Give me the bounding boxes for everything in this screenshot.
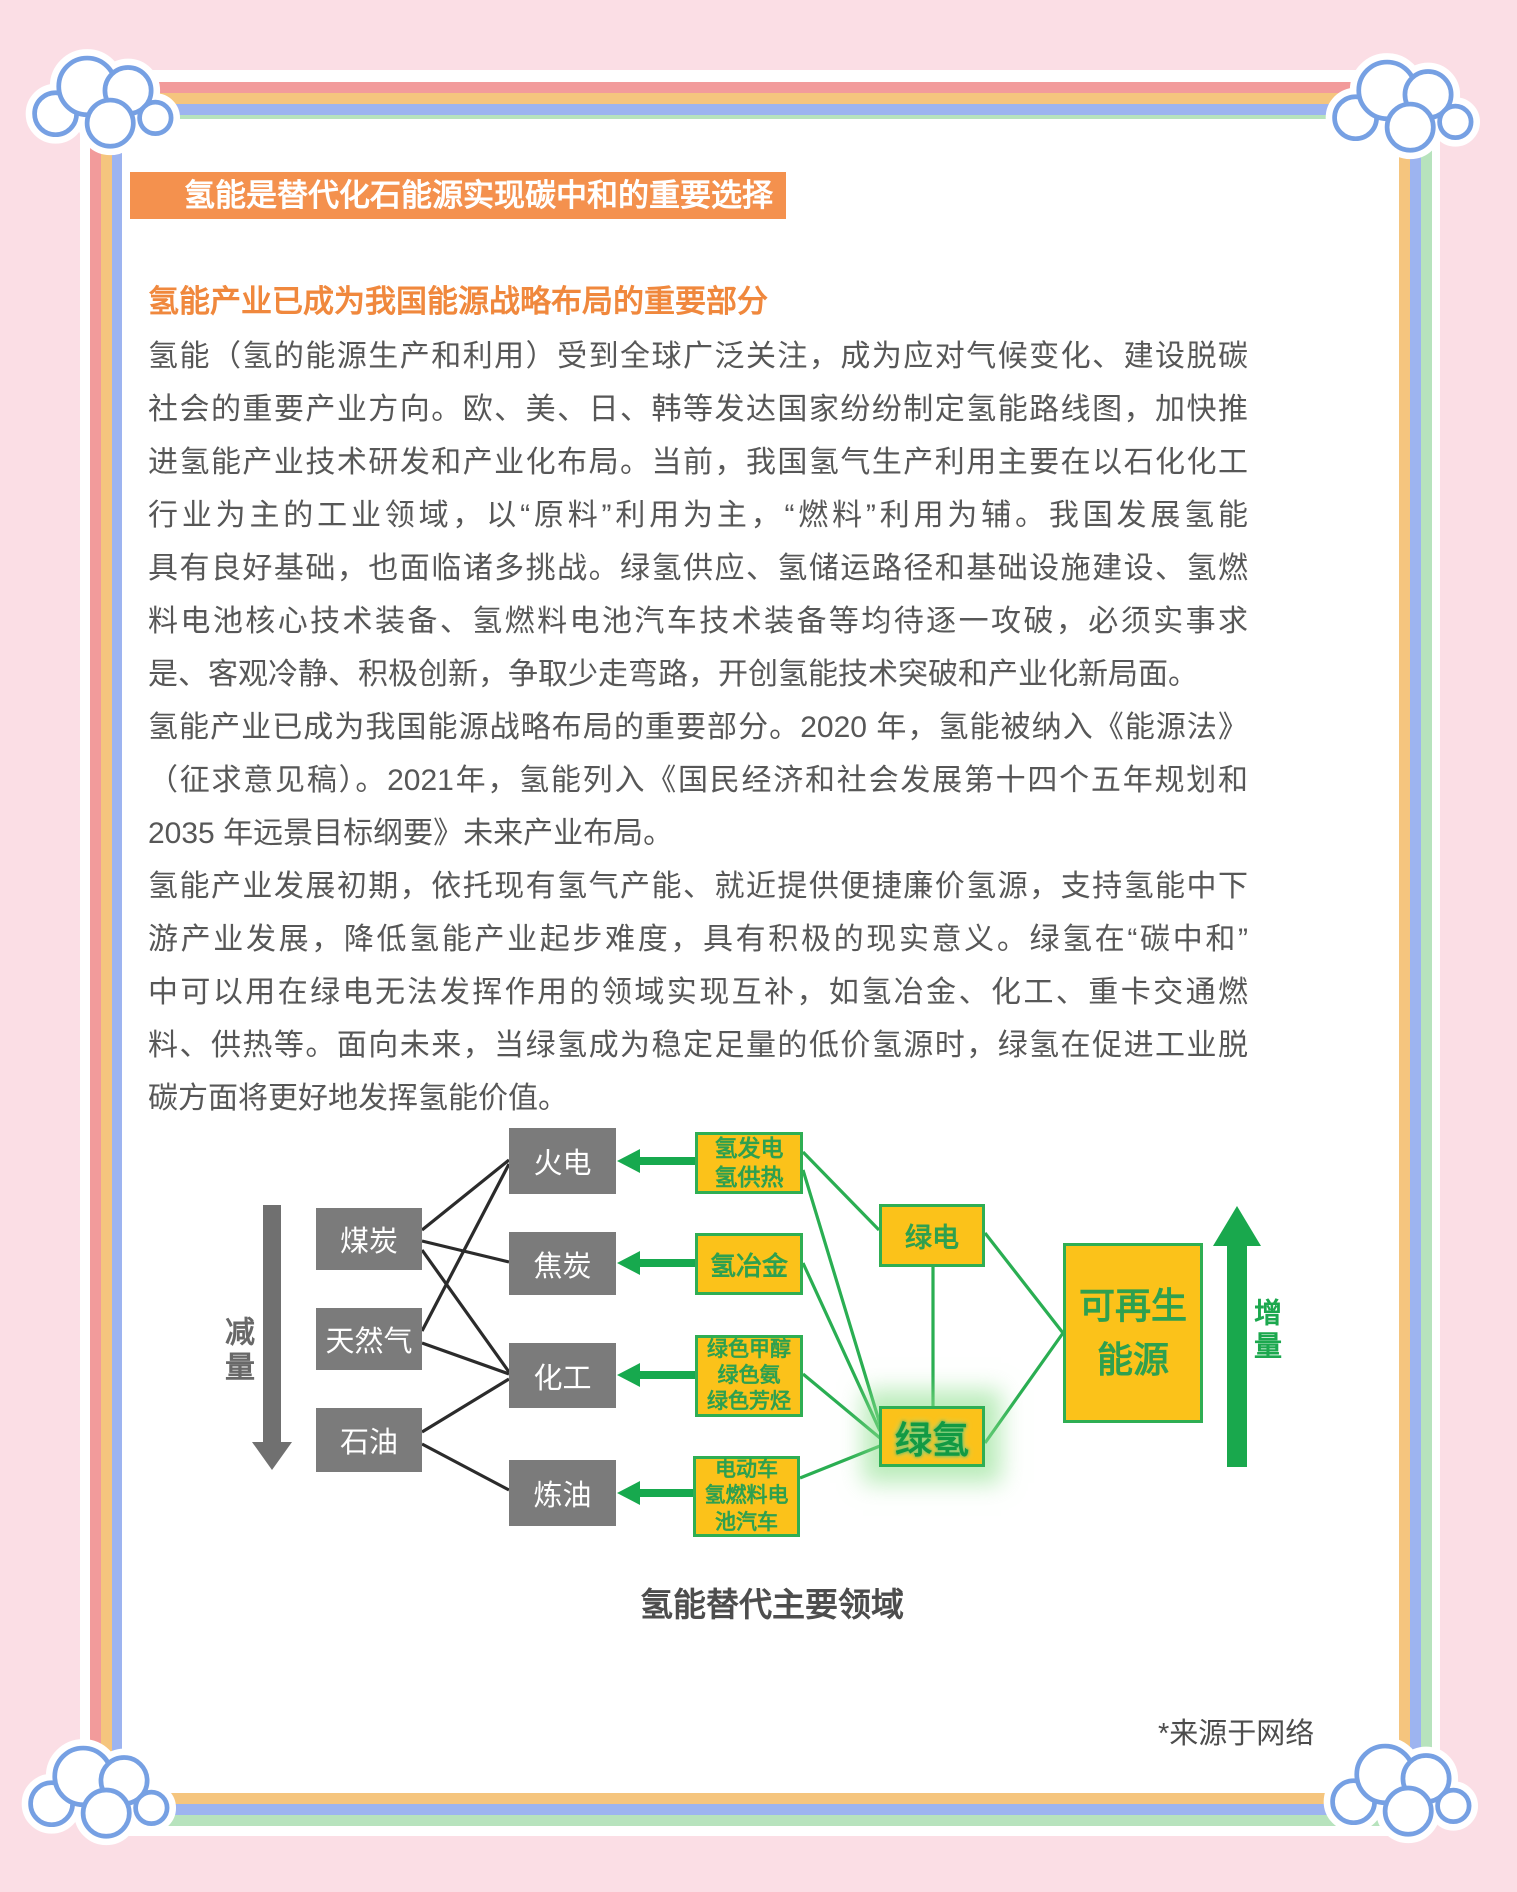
cloud-icon bbox=[1325, 53, 1481, 160]
node-petroleum: 石油 bbox=[316, 1408, 422, 1472]
body-line: 游产业发展，降低氢能产业起步难度，具有积极的现实意义。绿氢在“碳中和” bbox=[148, 923, 1248, 956]
cloud-icon bbox=[21, 1739, 177, 1846]
node-h2-power-heat: 氢发电 氢供热 bbox=[695, 1132, 803, 1194]
body-line: 是、客观冷静、积极创新，争取少走弯路，开创氢能技术突破和产业化新局面。 bbox=[148, 658, 1198, 691]
node-green-electricity: 绿电 bbox=[879, 1204, 985, 1267]
body-line: 料电池核心技术装备、氢燃料电池汽车技术装备等均待逐一攻破，必须实事求 bbox=[148, 605, 1248, 638]
node-green-chemicals: 绿色甲醇 绿色氨 绿色芳烃 bbox=[695, 1335, 803, 1417]
body-line: 社会的重要产业方向。欧、美、日、韩等发达国家纷纷制定氢能路线图，加快推 bbox=[148, 393, 1248, 426]
body-line: （征求意见稿）。2021年，氢能列入《国民经济和社会发展第十四个五年规划和 bbox=[148, 764, 1248, 797]
node-renewable-energy: 可再生 能源 bbox=[1063, 1243, 1203, 1423]
page-title: 氢能是替代化石能源实现碳中和的重要选择 bbox=[130, 172, 786, 219]
node-green-hydrogen: 绿氢 bbox=[879, 1406, 985, 1467]
diagram-caption: 氢能替代主要领域 bbox=[640, 1586, 904, 1623]
cloud-icon bbox=[25, 49, 181, 156]
body-line: 氢能产业已成为我国能源战略布局的重要部分。2020 年，氢能被纳入《能源法》 bbox=[148, 711, 1248, 744]
body-line: 2035 年远景目标纲要》未来产业布局。 bbox=[148, 817, 674, 850]
increase-arrow-label: 增量 bbox=[1251, 1298, 1282, 1364]
body-line: 进氢能产业技术研发和产业化布局。当前，我国氢气生产利用主要在以石化化工 bbox=[148, 446, 1248, 479]
body-line: 具有良好基础，也面临诸多挑战。绿氢供应、氢储运路径和基础设施建设、氢燃 bbox=[148, 552, 1248, 585]
node-h2-metallurgy: 氢冶金 bbox=[695, 1233, 803, 1295]
node-coal: 煤炭 bbox=[316, 1208, 422, 1270]
body-line: 碳方面将更好地发挥氢能价值。 bbox=[148, 1082, 568, 1115]
body-line: 氢能产业发展初期，依托现有氢气产能、就近提供便捷廉价氢源，支持氢能中下 bbox=[148, 870, 1248, 903]
cloud-icon bbox=[1323, 1737, 1479, 1844]
node-thermal-power: 火电 bbox=[509, 1128, 616, 1194]
node-natural-gas: 天然气 bbox=[316, 1308, 422, 1370]
section-subtitle: 氢能产业已成为我国能源战略布局的重要部分 bbox=[148, 284, 768, 319]
frame-stripe-blue bbox=[112, 104, 1421, 1815]
node-coke: 焦炭 bbox=[509, 1232, 616, 1295]
node-ev-fuel-cell: 电动车 氢燃料电 池汽车 bbox=[693, 1456, 800, 1537]
frame-stripe-yellow bbox=[101, 93, 1410, 1804]
decrease-arrow-label: 减量 bbox=[220, 1316, 253, 1386]
node-chemical-industry: 化工 bbox=[509, 1343, 616, 1408]
source-note: *来源于网络 bbox=[1158, 1718, 1315, 1750]
body-line: 行业为主的工业领域，以“原料”利用为主，“燃料”利用为辅。我国发展氢能 bbox=[148, 499, 1248, 532]
node-oil-refining: 炼油 bbox=[509, 1460, 616, 1526]
body-text: 氢能（氢的能源生产和利用）受到全球广泛关注，成为应对气候变化、建设脱碳 社会的重… bbox=[148, 330, 1248, 1125]
body-line: 氢能（氢的能源生产和利用）受到全球广泛关注，成为应对气候变化、建设脱碳 bbox=[148, 340, 1248, 373]
green-hydrogen-label: 绿氢 bbox=[895, 1419, 969, 1461]
body-line: 料、供热等。面向未来，当绿氢成为稳定足量的低价氢源时，绿氢在促进工业脱 bbox=[148, 1029, 1248, 1062]
body-line: 中可以用在绿电无法发挥作用的领域实现互补，如氢冶金、化工、重卡交通燃 bbox=[148, 976, 1248, 1009]
